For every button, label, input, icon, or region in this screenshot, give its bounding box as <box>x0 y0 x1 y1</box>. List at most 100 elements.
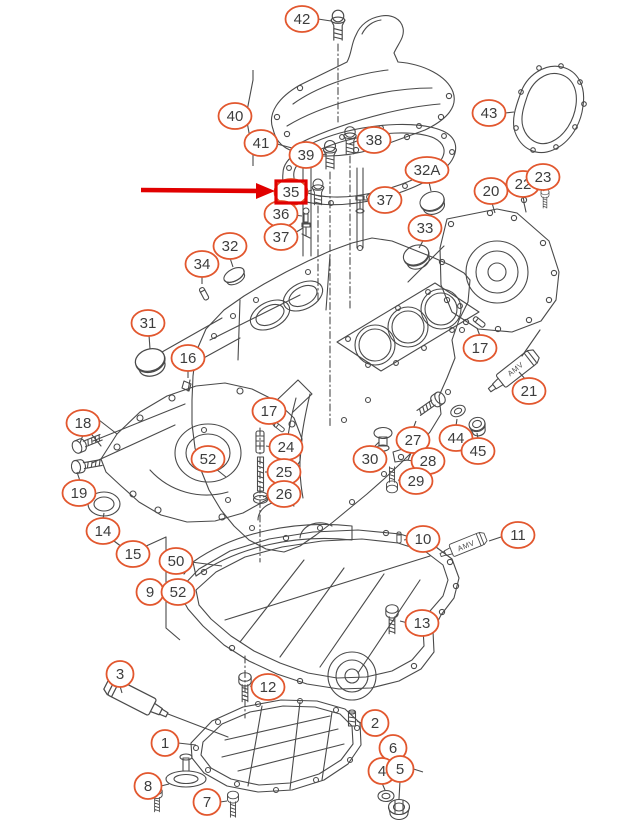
callout-circle[interactable] <box>500 521 536 549</box>
callout-24-27[interactable]: 24 <box>268 433 304 461</box>
callout-12-42[interactable]: 12 <box>250 673 286 701</box>
callout-38-4[interactable]: 38 <box>356 126 392 154</box>
callout-37-13[interactable]: 37 <box>367 186 403 214</box>
callout-circle[interactable] <box>243 129 279 157</box>
callout-3-43[interactable]: 3 <box>105 660 135 688</box>
callout-29-33[interactable]: 29 <box>398 467 434 495</box>
callout-34-16[interactable]: 34 <box>184 250 220 278</box>
callout-circle[interactable] <box>251 397 287 425</box>
callout-number: 17 <box>261 403 278 420</box>
callout-circle[interactable] <box>170 344 206 372</box>
callout-circle[interactable] <box>133 772 163 800</box>
callout-number: 25 <box>276 464 293 481</box>
callout-circle[interactable] <box>130 309 166 337</box>
callout-circle[interactable] <box>352 445 388 473</box>
callout-17-26[interactable]: 17 <box>251 397 287 425</box>
callout-circle[interactable] <box>85 517 121 545</box>
callout-32-15[interactable]: 32 <box>212 232 248 260</box>
callout-9-39[interactable]: 9 <box>135 578 165 606</box>
callout-number: 43 <box>481 105 498 122</box>
callout-circle[interactable] <box>404 609 440 637</box>
callout-11-37[interactable]: 11 <box>500 521 536 549</box>
callout-32A-6[interactable]: 32A <box>404 156 450 184</box>
callout-number: 31 <box>140 315 157 332</box>
callout-circle[interactable] <box>367 186 403 214</box>
callout-circle[interactable] <box>405 525 441 553</box>
callout-18-21[interactable]: 18 <box>65 409 101 437</box>
callout-circle[interactable] <box>192 788 222 816</box>
callout-14-23[interactable]: 14 <box>85 517 121 545</box>
callout-circle[interactable] <box>263 223 299 251</box>
callout-42-0[interactable]: 42 <box>284 5 320 33</box>
callout-50-38[interactable]: 50 <box>158 547 194 575</box>
callout-7-47[interactable]: 7 <box>192 788 222 816</box>
callout-8-46[interactable]: 8 <box>133 772 163 800</box>
callout-number: 41 <box>253 135 270 152</box>
callout-40-1[interactable]: 40 <box>217 102 253 130</box>
callout-circle[interactable] <box>284 5 320 33</box>
callout-circle[interactable] <box>158 547 194 575</box>
callout-33-14[interactable]: 33 <box>407 214 443 242</box>
callout-circle[interactable] <box>398 467 434 495</box>
windage-tray-50 <box>183 523 353 577</box>
callout-19-22[interactable]: 19 <box>61 479 97 507</box>
callout-circle[interactable] <box>460 437 496 465</box>
callout-2-45[interactable]: 2 <box>360 709 390 737</box>
callout-circle[interactable] <box>473 177 509 205</box>
callout-10-36[interactable]: 10 <box>405 525 441 553</box>
callout-circle[interactable] <box>190 445 226 473</box>
callout-52-40[interactable]: 52 <box>160 578 196 606</box>
callout-circle[interactable] <box>212 232 248 260</box>
callout-circle[interactable] <box>184 250 220 278</box>
lower-oil-pan <box>190 697 362 794</box>
callout-circle[interactable] <box>266 480 302 508</box>
callout-45-35[interactable]: 45 <box>460 437 496 465</box>
callout-13-41[interactable]: 13 <box>404 609 440 637</box>
callout-52-25[interactable]: 52 <box>190 445 226 473</box>
callout-circle[interactable] <box>65 409 101 437</box>
callout-36-11[interactable]: 36 <box>263 200 299 228</box>
callout-circle[interactable] <box>250 673 286 701</box>
callout-number: 10 <box>415 531 432 548</box>
callout-circle[interactable] <box>288 141 324 169</box>
callout-1-44[interactable]: 1 <box>150 729 180 757</box>
callout-circle[interactable] <box>407 214 443 242</box>
callout-43-5[interactable]: 43 <box>471 99 507 127</box>
callout-circle[interactable] <box>61 479 97 507</box>
callout-number: 26 <box>276 486 293 503</box>
callout-circle[interactable] <box>360 709 390 737</box>
callout-circle[interactable] <box>471 99 507 127</box>
callout-21-20[interactable]: 21 <box>511 377 547 405</box>
callout-17-19[interactable]: 17 <box>462 334 498 362</box>
callout-41-2[interactable]: 41 <box>243 129 279 157</box>
callout-20-7[interactable]: 20 <box>473 177 509 205</box>
callout-37-12[interactable]: 37 <box>263 223 299 251</box>
callout-circle[interactable] <box>462 334 498 362</box>
callout-number: 6 <box>389 740 397 757</box>
callout-23-9[interactable]: 23 <box>525 163 561 191</box>
callout-circle[interactable] <box>395 426 431 454</box>
callout-number: 4 <box>378 763 386 780</box>
leader-31 <box>148 334 151 350</box>
callout-circle[interactable] <box>150 729 180 757</box>
callout-circle[interactable] <box>160 578 196 606</box>
callout-circle[interactable] <box>105 660 135 688</box>
engine-line-art <box>69 9 587 821</box>
callout-circle[interactable] <box>217 102 253 130</box>
callout-30-30[interactable]: 30 <box>352 445 388 473</box>
callout-27-31[interactable]: 27 <box>395 426 431 454</box>
callout-circle[interactable] <box>525 163 561 191</box>
callout-circle[interactable] <box>356 126 392 154</box>
callout-5-50[interactable]: 5 <box>385 755 415 783</box>
callout-circle[interactable] <box>115 540 151 568</box>
callout-39-3[interactable]: 39 <box>288 141 324 169</box>
callout-circle[interactable] <box>404 156 450 184</box>
callout-15-24[interactable]: 15 <box>115 540 151 568</box>
callout-circle[interactable] <box>511 377 547 405</box>
callout-16-18[interactable]: 16 <box>170 344 206 372</box>
callout-circle[interactable] <box>385 755 415 783</box>
leader-50 <box>190 561 223 567</box>
callout-26-29[interactable]: 26 <box>266 480 302 508</box>
callout-31-17[interactable]: 31 <box>130 309 166 337</box>
